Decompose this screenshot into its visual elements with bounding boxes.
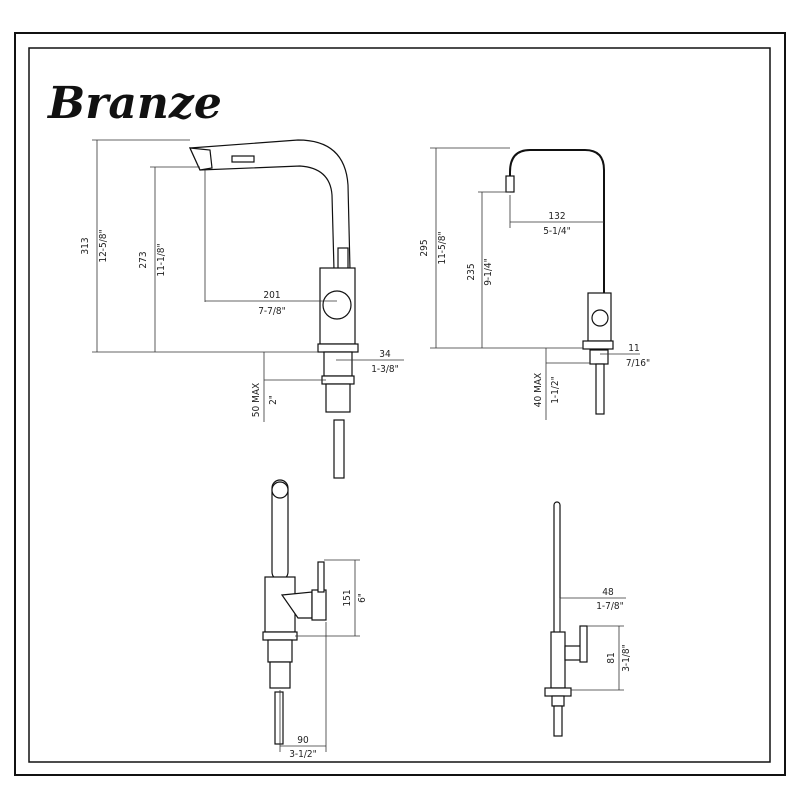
- gn-base-mm: 11: [628, 343, 639, 354]
- front-width-in: 3-1/2": [289, 749, 317, 760]
- gooseneck-spout: [509, 149, 605, 298]
- gooseneck-base: [582, 340, 614, 350]
- front-handle-in: 6": [357, 593, 368, 603]
- gooseneck-handle: [591, 309, 609, 327]
- deck-max-mm: 50 MAX: [251, 383, 262, 417]
- height-mm: 313: [80, 237, 91, 254]
- gn-deck-max-in: 1-1/2": [550, 376, 561, 404]
- pullout-front-view: 151 6" 90 3-1/2": [262, 479, 368, 760]
- front-spray-head: [271, 481, 289, 499]
- gooseneck-shank: [589, 349, 609, 365]
- gn-deck-max-mm: 40 MAX: [533, 373, 544, 407]
- gnf-handle-lever: [579, 625, 588, 663]
- front-handle-lever: [317, 561, 325, 593]
- mount-bracket: [325, 383, 351, 413]
- spout-height-mm: 273: [138, 251, 149, 268]
- gn-height-in: 11-5/8": [437, 231, 448, 264]
- gn-reach-mm: 132: [548, 211, 565, 222]
- gooseneck-supply: [595, 363, 605, 415]
- gnf-body: [550, 631, 566, 689]
- shank: [323, 351, 353, 377]
- brand-logo: Branze: [46, 78, 222, 129]
- reach-mm: 201: [263, 290, 280, 301]
- front-handle-hub: [311, 589, 327, 621]
- gnf-handle-mm: 81: [606, 652, 617, 663]
- gn-spout-height-mm: 235: [466, 263, 477, 280]
- outer-frame: [14, 32, 786, 776]
- gnf-base: [544, 687, 572, 697]
- gnf-handle-in: 3-1/8": [621, 644, 632, 672]
- gooseneck-aerator: [505, 175, 515, 193]
- gnf-spout: [553, 501, 561, 635]
- gn-height-mm: 295: [419, 239, 430, 256]
- reach-in: 7-7/8": [258, 306, 286, 317]
- lock-nut: [321, 375, 355, 385]
- front-hose: [274, 691, 284, 745]
- gooseneck-front-view: 48 1-7/8" 81 3-1/8": [544, 501, 632, 737]
- gnf-shank: [551, 695, 565, 707]
- gnf-reach-in: 1-7/8": [596, 601, 624, 612]
- front-handle-mm: 151: [342, 589, 353, 606]
- front-bracket: [269, 661, 291, 689]
- gnf-reach-mm: 48: [602, 587, 614, 598]
- base-in: 1-3/8": [371, 364, 399, 375]
- front-width-mm: 90: [297, 735, 309, 746]
- pullout-side-view: 313 12-5/8" 273 11-1/8" 201 7-7/8" 34 1-…: [80, 139, 404, 479]
- inner-frame: [28, 47, 771, 763]
- height-in: 12-5/8": [98, 229, 109, 262]
- base-plate: [317, 343, 359, 353]
- gnf-supply: [553, 705, 563, 737]
- gn-reach-in: 5-1/4": [543, 226, 571, 237]
- front-base: [262, 631, 298, 641]
- deck-max-in: 2": [268, 395, 279, 405]
- pullout-spout: [189, 139, 351, 271]
- gn-spout-height-in: 9-1/4": [483, 258, 494, 286]
- supply-hose: [333, 419, 345, 479]
- base-mm: 34: [379, 349, 391, 360]
- spray-head: [189, 147, 213, 171]
- spray-button: [231, 155, 255, 163]
- front-shank: [267, 639, 293, 663]
- gn-base-in: 7/16": [626, 358, 650, 369]
- handle-hub: [322, 290, 352, 320]
- gooseneck-side-view: 295 11-5/8" 235 9-1/4" 132 5-1/4" 11 7/1…: [419, 147, 650, 420]
- spout-height-in: 11-1/8": [156, 243, 167, 276]
